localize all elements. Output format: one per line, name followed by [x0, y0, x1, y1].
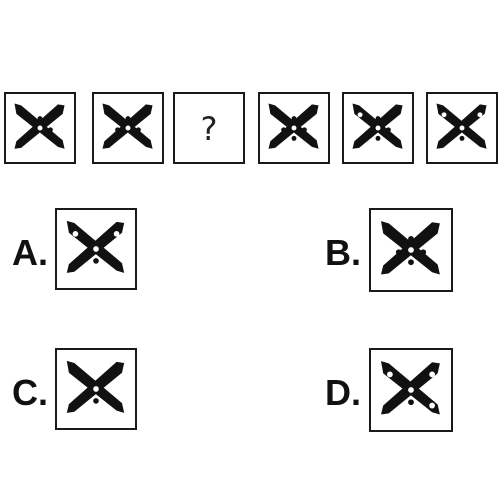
dot-mark: [37, 125, 43, 131]
dot-mark: [375, 125, 381, 131]
dot-mark: [375, 116, 381, 122]
dot-mark: [125, 125, 131, 131]
option-d-tile[interactable]: [369, 348, 453, 432]
dot-mark: [459, 125, 465, 131]
option-c-tile[interactable]: [55, 348, 137, 430]
dot-mark: [385, 127, 391, 133]
sequence-tile-2: [92, 92, 164, 164]
dot-mark: [375, 135, 381, 141]
sequence-tile-6: [426, 92, 498, 164]
dot-mark: [301, 127, 307, 133]
dot-mark: [291, 135, 297, 141]
dot-mark: [387, 371, 393, 378]
dot-mark: [459, 135, 465, 141]
dot-mark: [93, 398, 99, 404]
dot-mark: [125, 116, 131, 122]
dot-mark: [357, 112, 363, 118]
dot-mark: [408, 236, 414, 242]
x-figure-icon: [381, 221, 440, 275]
x-figure-icon: [14, 103, 65, 149]
option-a-label: A.: [12, 232, 48, 273]
dot-mark: [93, 386, 99, 392]
sequence-tile-question: ?: [173, 92, 245, 164]
dot-mark: [72, 231, 79, 237]
sequence-tile-1: [4, 92, 76, 164]
sequence-tile-5: [342, 92, 414, 164]
x-figure-icon: [352, 103, 403, 149]
x-figure-icon: [66, 220, 125, 273]
dot-mark: [408, 259, 414, 266]
x-figure-icon: [268, 103, 319, 149]
option-c-label: C.: [12, 372, 48, 413]
dot-mark: [47, 127, 53, 133]
dot-mark: [113, 231, 120, 237]
dot-mark: [408, 399, 414, 406]
dot-mark: [477, 112, 483, 118]
dot-mark: [93, 246, 99, 252]
dot-mark: [429, 371, 435, 378]
dot-mark: [395, 249, 402, 256]
dot-mark: [420, 249, 427, 256]
x-figure-icon: [381, 361, 440, 415]
sequence-tile-4: [258, 92, 330, 164]
dot-mark: [291, 116, 297, 122]
dot-mark: [281, 127, 287, 133]
dot-mark: [291, 125, 297, 131]
option-b-label: B.: [325, 232, 361, 273]
dot-mark: [429, 402, 435, 409]
dot-mark: [135, 127, 141, 133]
dot-mark: [441, 112, 447, 118]
dot-mark: [115, 127, 121, 133]
option-d-label: D.: [325, 372, 361, 413]
x-figure-icon: [436, 103, 487, 149]
dot-mark: [37, 116, 43, 122]
dot-mark: [408, 247, 414, 253]
question-mark: ?: [200, 110, 218, 148]
x-figure-icon: [102, 103, 153, 149]
x-figure-icon: [66, 360, 125, 413]
option-b-tile[interactable]: [369, 208, 453, 292]
dot-mark: [408, 387, 414, 393]
option-a-tile[interactable]: [55, 208, 137, 290]
dot-mark: [93, 258, 99, 264]
